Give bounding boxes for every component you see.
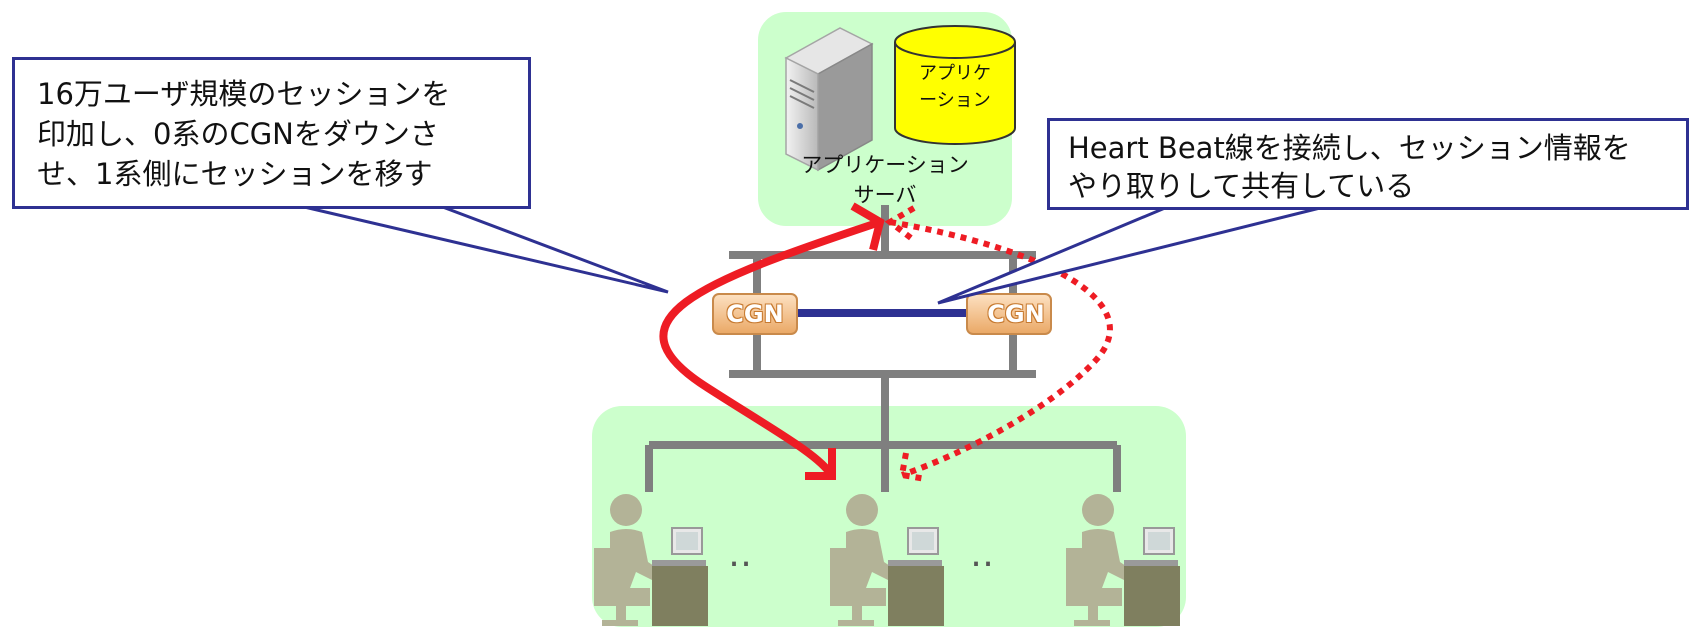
cgn-box-0 (712, 293, 798, 335)
server-label-line-2: サーバ (853, 183, 917, 207)
database-icon (894, 25, 1016, 145)
database-label-line-2: ーション (919, 90, 991, 111)
callout-right-line-2: やり取りして共有している (1068, 169, 1415, 203)
cgn-0-label: CGN (726, 300, 784, 328)
user-zone (592, 406, 1186, 627)
callout-left-line-3: せ、1系側にセッションを移す (37, 157, 433, 191)
callout-heartbeat: Heart Beat線を接続し、セッション情報を やり取りして共有している (1047, 118, 1689, 210)
server-label-line-1: アプリケーション (801, 153, 969, 177)
session-arrows (659, 202, 1113, 482)
callout-left-line-2: 印加し、0系のCGNをダウンさ (37, 117, 439, 151)
server-icon (784, 27, 874, 172)
network-lines (645, 205, 1121, 492)
cgn-1-label: CGN (987, 300, 1045, 328)
callout-left-line-1: 16万ユーザ規模のセッションを (37, 77, 451, 111)
application-server-label: アプリケーション サーバ (760, 150, 1010, 210)
database-label: アプリケ ーション (902, 60, 1008, 114)
user-ellipsis-1: ‥ (728, 534, 759, 575)
cgn-box-1 (966, 293, 1052, 335)
callout-right-line-1: Heart Beat線を接続し、セッション情報を (1068, 131, 1631, 165)
user-ellipsis-2: ‥ (970, 534, 1001, 575)
callout-load-test: 16万ユーザ規模のセッションを 印加し、0系のCGNをダウンさ せ、1系側にセッ… (12, 57, 531, 209)
database-label-line-1: アプリケ (919, 63, 991, 84)
